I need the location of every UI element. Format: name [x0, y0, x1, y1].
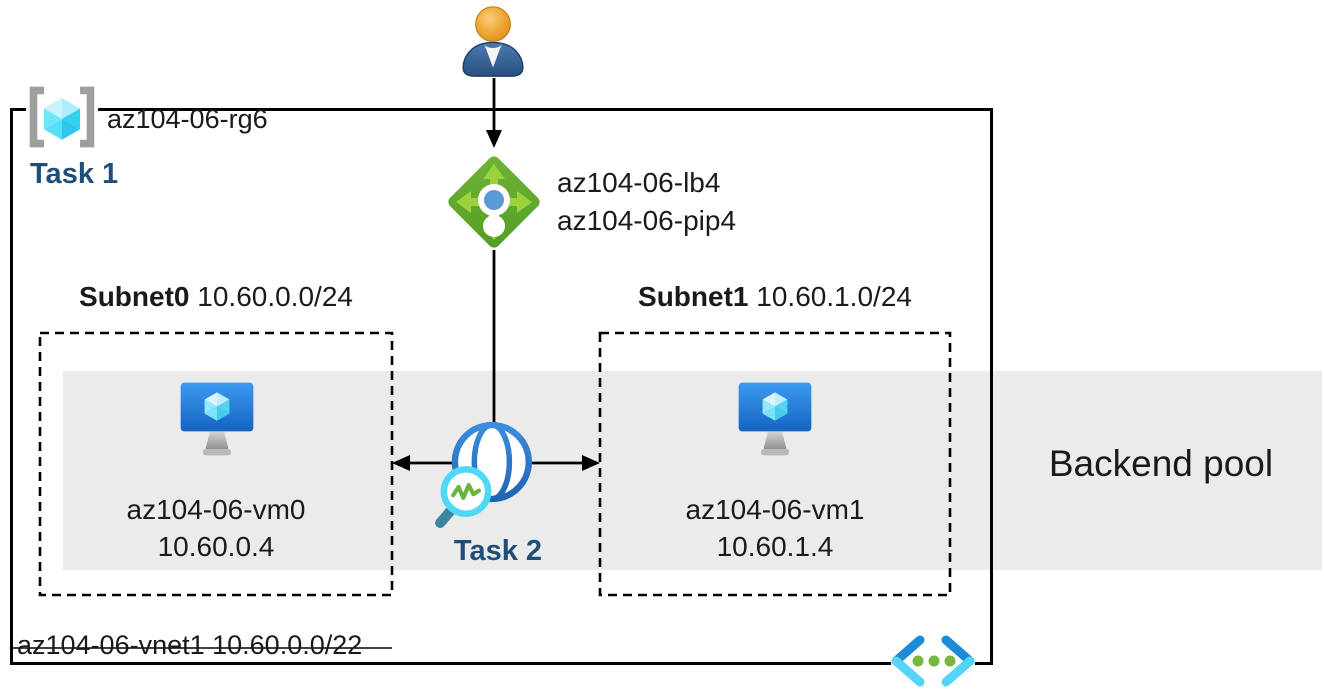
subnet1-cidr: 10.60.1.0/24: [756, 281, 912, 312]
task2-label: Task 2: [453, 535, 543, 567]
lb-name: az104-06-lb4: [557, 167, 721, 198]
left-arrowhead: [392, 455, 410, 471]
right-arrowhead: [582, 455, 600, 471]
subnet1-label: Subnet1 10.60.1.0/24: [600, 281, 950, 313]
vm1-name: az104-06-vm1: [685, 494, 865, 525]
user-icon: [462, 6, 524, 77]
pip-name: az104-06-pip4: [557, 205, 737, 236]
code-brackets-icon: [891, 635, 975, 687]
subnet1-box: [598, 331, 952, 597]
magnifier-handle: [435, 504, 458, 528]
load-balancer-labels: az104-06-lb4 az104-06-pip4: [557, 164, 736, 240]
vm0-name: az104-06-vm0: [126, 494, 306, 525]
subnet1-name: Subnet1: [638, 281, 749, 312]
backend-pool-label: Backend pool: [1048, 443, 1274, 484]
pulse-line: [451, 483, 482, 501]
resource-group-icon: [25, 86, 99, 148]
subnet0-box: [38, 331, 394, 597]
subnet0-cidr: 10.60.0.0/24: [197, 281, 353, 312]
vm0-icon: [180, 382, 254, 456]
vm1-ip: 10.60.1.4: [716, 531, 834, 562]
task1-label: Task 1: [30, 158, 119, 190]
backend-pool-band: [63, 371, 1322, 570]
vm1-icon: [738, 382, 812, 456]
resource-group-label: az104-06-rg6: [107, 104, 268, 134]
health-probe-icon: [435, 421, 532, 528]
vnet-label: az104-06-vnet1 10.60.0.0/22: [17, 630, 363, 660]
load-balancer-icon: [448, 156, 540, 248]
vm0-ip: 10.60.0.4: [157, 531, 275, 562]
user-to-lb-arrowhead: [486, 130, 502, 148]
subnet0-name: Subnet0: [79, 281, 190, 312]
resource-group-box: [10, 108, 993, 665]
subnet0-label: Subnet0 10.60.0.0/24: [40, 281, 392, 313]
